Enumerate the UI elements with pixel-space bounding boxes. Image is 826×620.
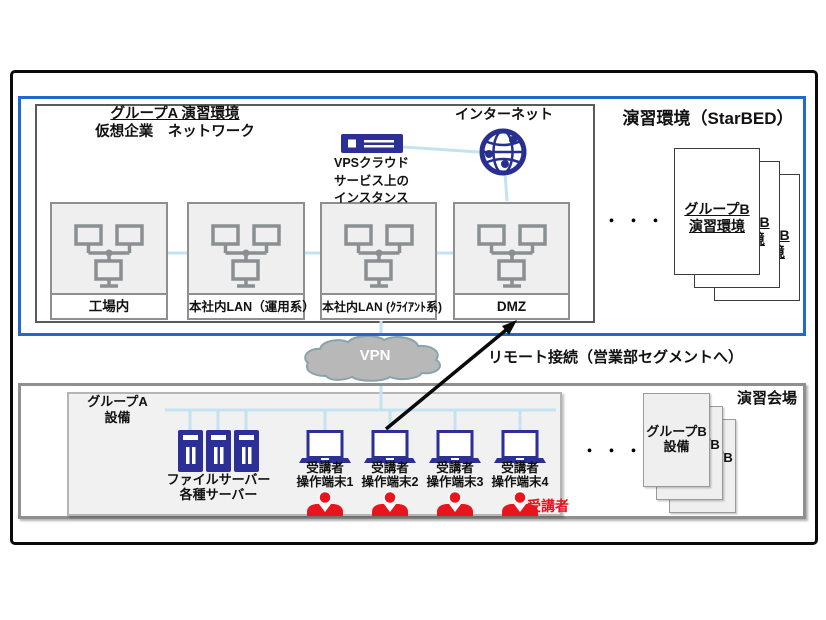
terminal-label-line1: 受講者 [501, 461, 539, 475]
servers-label: ファイルサーバー 各種サーバー [150, 472, 287, 502]
group-a-env-title: グループA 演習環境 仮想企業 ネットワーク [60, 105, 290, 141]
vps-label-line3: インスタンス [334, 191, 409, 205]
group-b-env-card-front: グループB 演習環境 [674, 148, 760, 275]
vpn-label: VPN [359, 347, 391, 364]
segment-hq-lan-ops: 本社内LAN（運用系） [187, 202, 315, 320]
venue-title: 演習会場 [736, 390, 797, 407]
card-line2: 演習環境 [689, 218, 745, 234]
trainee-person-icon-3 [437, 491, 473, 516]
terminal-label-line1: 受講者 [306, 461, 344, 475]
vps-label-line2: サービス上の [334, 173, 410, 188]
internet-globe-icon [479, 128, 527, 176]
lan-network-icon [343, 224, 414, 289]
internet-label: インターネット [455, 106, 553, 122]
ellipsis-top: ・・・ [604, 213, 671, 230]
card-line1: グループB [646, 424, 707, 439]
terminal-label-1: 受講者 操作端末1 [292, 461, 358, 489]
group-a-env-title-line1: グループA 演習環境 [110, 106, 240, 122]
vps-server-icon [341, 134, 403, 153]
ellipsis-bottom: ・・・ [582, 443, 649, 460]
segment-label-hq-client: 本社内LAN (ｸﾗｲｱﾝﾄ系) [320, 293, 442, 320]
terminal-label-line2: 操作端末3 [426, 475, 484, 489]
starbed-title: 演習環境（StarBED） [622, 109, 794, 128]
group-a-env-title-line2: 仮想企業 ネットワーク [95, 124, 255, 140]
lan-network-icon [211, 224, 281, 289]
file-server-icons [178, 430, 259, 472]
terminal-label-line2: 操作端末4 [491, 475, 549, 489]
card-line2: 設備 [663, 439, 690, 454]
segment-label-hq-ops: 本社内LAN（運用系） [187, 293, 315, 320]
group-a-equipment-line2: 設備 [104, 410, 131, 425]
segment-dmz: DMZ [453, 202, 570, 320]
terminal-label-4: 受講者 操作端末4 [487, 461, 553, 489]
servers-label-line1: ファイルサーバー [166, 472, 271, 487]
trainee-label: 受講者 [527, 498, 569, 514]
trainee-person-icon-2 [372, 491, 408, 516]
diagram-outer-frame [10, 70, 818, 545]
trainee-laptop-icon-3 [429, 430, 481, 463]
terminal-label-2: 受講者 操作端末2 [357, 461, 423, 489]
trainee-person-icon-4 [502, 491, 538, 516]
segment-label-factory: 工場内 [50, 293, 168, 320]
segment-factory: 工場内 [50, 202, 168, 320]
vps-instance-label: VPSクラウド サービス上の インスタンス [334, 155, 409, 208]
terminal-label-line1: 受講者 [371, 461, 409, 475]
trainee-laptop-icon-2 [364, 430, 416, 463]
terminal-label-line2: 操作端末2 [361, 475, 419, 489]
vps-label-line1: VPSクラウド [334, 156, 410, 170]
lan-network-icon [476, 224, 547, 289]
segment-label-dmz: DMZ [453, 293, 570, 320]
segment-hq-lan-client: 本社内LAN (ｸﾗｲｱﾝﾄ系) [320, 202, 442, 320]
lan-network-icon [74, 224, 144, 289]
group-a-equipment-line1: グループA [87, 394, 148, 409]
trainee-laptop-icon-1 [299, 430, 351, 463]
card-line1: グループB [684, 201, 750, 217]
group-a-equipment-label: グループA 設備 [70, 394, 165, 426]
trainee-person-icon-1 [307, 491, 343, 516]
remote-connection-note: リモート接続（営業部セグメントへ） [488, 349, 744, 366]
servers-label-line2: 各種サーバー [179, 487, 258, 502]
trainee-laptop-icon-4 [494, 430, 546, 463]
group-b-equipment-card-front: グループB 設備 [643, 393, 710, 487]
terminal-label-line1: 受講者 [436, 461, 474, 475]
terminal-label-line2: 操作端末1 [296, 475, 354, 489]
terminal-label-3: 受講者 操作端末3 [422, 461, 488, 489]
